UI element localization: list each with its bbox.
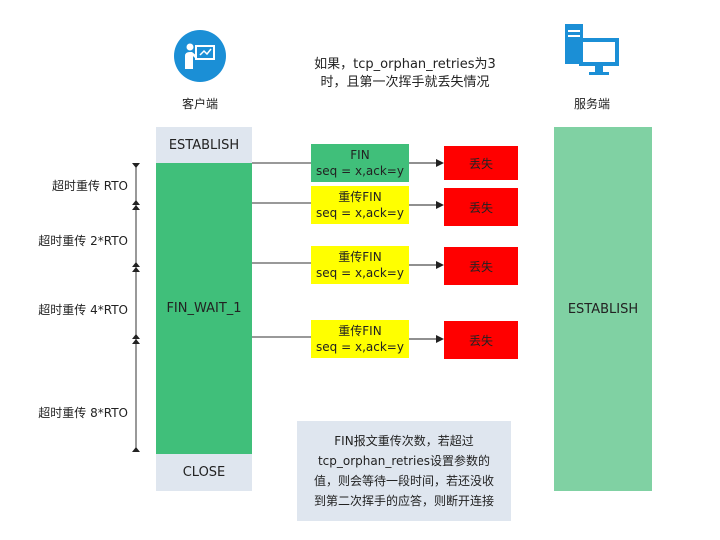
- retry-note-line: tcp_orphan_retries设置参数的: [317, 454, 491, 468]
- person-at-board-icon: [174, 30, 226, 82]
- lost-box-2: 丢失: [444, 188, 518, 226]
- client-column: [156, 127, 252, 491]
- client-state-establish: ESTABLISH: [156, 127, 252, 163]
- lost-box-3: 丢失: [444, 247, 518, 285]
- retry-note-line: 到第二次挥手的应答，则断开连接: [313, 494, 494, 508]
- desktop-computer-icon: [563, 22, 623, 78]
- server-state-establish: ESTABLISH: [554, 127, 652, 491]
- lost-box-1: 丢失: [444, 146, 518, 180]
- timeout-label-3: 超时重传 4*RTO: [38, 303, 128, 317]
- timeout-label-4: 超时重传 8*RTO: [38, 406, 128, 420]
- scenario-note: 如果，tcp_orphan_retries为3 时，且第一次挥手就丢失情况: [314, 57, 496, 90]
- fin-message-2: 重传FIN seq = x,ack=y: [311, 186, 409, 224]
- client-state-fin-wait-1: FIN_WAIT_1: [166, 301, 242, 316]
- client-label: 客户端: [181, 97, 218, 111]
- fin-message-3: 重传FIN seq = x,ack=y: [311, 246, 409, 284]
- fin-message-title: 重传FIN: [338, 250, 382, 264]
- retry-note-line: FIN报文重传次数，若超过: [334, 434, 474, 448]
- timeout-markers: [132, 163, 140, 452]
- client-state-close: CLOSE: [156, 454, 252, 491]
- retry-note: FIN报文重传次数，若超过 tcp_orphan_retries设置参数的 值，…: [297, 421, 511, 521]
- fin-message-detail: seq = x,ack=y: [316, 206, 404, 220]
- timeout-label-1: 超时重传 RTO: [51, 179, 128, 193]
- fin-message-detail: seq = x,ack=y: [316, 266, 404, 280]
- fin-message-4: 重传FIN seq = x,ack=y: [311, 320, 409, 358]
- retry-note-line: 值，则会等待一段时间，若还没收: [313, 474, 494, 488]
- fin-message-1: FIN seq = x,ack=y: [311, 144, 409, 182]
- fin-message-title: FIN: [350, 148, 370, 162]
- fin-message-detail: seq = x,ack=y: [316, 340, 404, 354]
- fin-message-title: 重传FIN: [338, 190, 382, 204]
- fin-message-detail: seq = x,ack=y: [316, 164, 404, 178]
- fin-message-title: 重传FIN: [338, 324, 382, 338]
- server-label: 服务端: [573, 97, 610, 111]
- lost-box-4: 丢失: [444, 321, 518, 359]
- timeout-label-2: 超时重传 2*RTO: [38, 234, 128, 248]
